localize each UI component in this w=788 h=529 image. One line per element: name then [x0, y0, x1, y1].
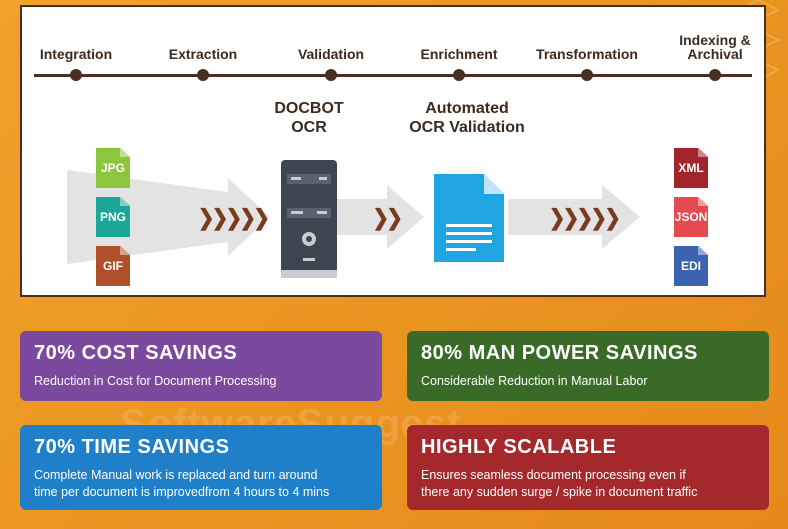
validation-title: Automated OCR Validation: [409, 99, 525, 137]
stage-integration: Integration: [39, 46, 113, 62]
gif-file-icon: GIF: [96, 246, 130, 286]
card-title: HIGHLY SCALABLE: [421, 436, 617, 458]
flow-arrow-1: [67, 170, 270, 264]
flow-arrows: [67, 170, 640, 264]
chevrons-arrow-short: ❯❯: [372, 205, 403, 230]
stage-enrichment: Enrichment: [420, 46, 498, 62]
timeline-dot: [325, 69, 337, 81]
chevrons-arrow: ❯❯❯❯❯: [197, 205, 270, 230]
stage-indexing-archival: Indexing & Archival: [679, 33, 751, 61]
png-file-icon: PNG: [96, 197, 130, 237]
timeline-dot: [70, 69, 82, 81]
card-text-line: time per document is improvedfrom 4 hour…: [34, 485, 330, 499]
chevrons-arrow: ❯❯❯❯❯: [548, 205, 621, 230]
json-file-icon: JSON: [674, 197, 708, 237]
card-text: Reduction in Cost for Document Processin…: [34, 374, 277, 388]
card-text: Considerable Reduction in Manual Labor: [421, 374, 648, 388]
flow-arrow-2: [334, 185, 424, 249]
timeline-line: [34, 74, 752, 77]
scalable-card: HIGHLY SCALABLE Ensures seamless documen…: [407, 425, 769, 510]
server-tower-icon: [281, 160, 337, 278]
card-title: 80% MAN POWER SAVINGS: [421, 342, 698, 364]
edi-file-icon: EDI: [674, 246, 708, 286]
cost-savings-card: 70% COST SAVINGS Reduction in Cost for D…: [20, 331, 382, 401]
timeline-dot: [581, 69, 593, 81]
card-text-line: Ensures seamless document processing eve…: [421, 468, 686, 482]
document-icon: [434, 174, 504, 262]
time-savings-card: 70% TIME SAVINGS Complete Manual work is…: [20, 425, 382, 510]
stage-extraction: Extraction: [168, 46, 238, 62]
card-title: 70% TIME SAVINGS: [34, 436, 230, 458]
xml-file-icon: XML: [674, 148, 708, 188]
card-text: Complete Manual work is replaced and tur…: [34, 467, 368, 501]
ocr-title-line: OCR: [291, 119, 327, 136]
manpower-savings-card: 80% MAN POWER SAVINGS Considerable Reduc…: [407, 331, 769, 401]
card-text-line: there any sudden surge / spike in docume…: [421, 485, 698, 499]
timeline-dot: [453, 69, 465, 81]
stage-label-line: Archival: [687, 46, 743, 62]
stage-validation: Validation: [297, 46, 365, 62]
jpg-file-icon: JPG: [96, 148, 130, 188]
flow-arrow-3: [508, 185, 640, 249]
timeline-dot: [709, 69, 721, 81]
stage-label-line: Indexing &: [679, 32, 751, 48]
ocr-title-line: DOCBOT: [274, 100, 344, 117]
workflow-panel: Integration Extraction Validation Enrich…: [20, 5, 766, 297]
stage-transformation: Transformation: [536, 46, 638, 62]
validation-title-line: OCR Validation: [409, 119, 525, 136]
card-text-line: Complete Manual work is replaced and tur…: [34, 468, 318, 482]
ocr-title: DOCBOT OCR: [274, 99, 343, 137]
card-text: Ensures seamless document processing eve…: [421, 467, 755, 501]
timeline-dot: [197, 69, 209, 81]
card-title: 70% COST SAVINGS: [34, 342, 238, 364]
validation-title-line: Automated: [425, 100, 509, 117]
